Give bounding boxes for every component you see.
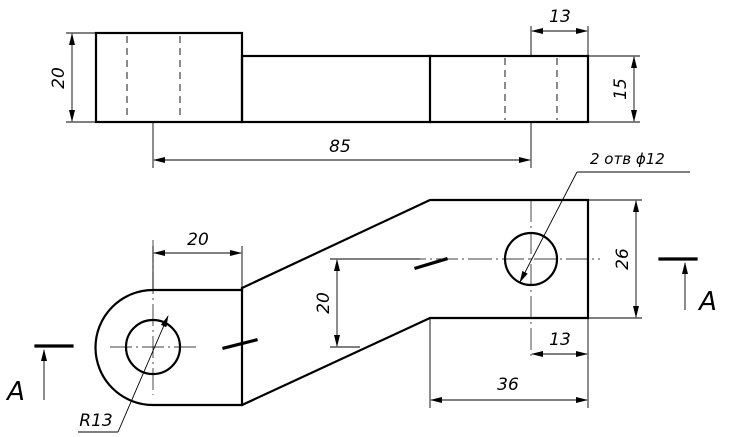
dim-text-top-height: 20 [49,67,69,89]
dim-text-front-length: 36 [497,375,519,395]
section-label-right: A [697,287,717,317]
section-label-left: A [5,377,25,407]
dim-text-front-width: 20 [187,230,209,250]
dim-text-radius: R13 [79,411,112,431]
top-view: 20 13 15 85 [49,7,640,168]
dim-text-front-offset: 20 [314,292,334,314]
dim-text-front-height: 26 [613,248,633,270]
front-view-outline [94,198,590,407]
top-view-left-block [94,31,244,124]
section-stroke [414,257,448,270]
dim-text-top-hole-spacing: 13 [549,7,571,27]
top-view-arm [240,54,590,124]
dim-text-top-length: 85 [329,137,351,157]
radius-leader [117,315,169,433]
hole-callout-text: 2 отв ϕ12 [590,150,665,168]
front-view: 20 20 26 13 36 R13 2 отв ϕ12 A [5,150,717,433]
dim-text-top-thickness: 15 [611,78,631,100]
section-stroke [222,338,258,350]
dim-text-front-hole-pos: 13 [549,330,571,350]
hole-callout-leader [519,171,578,283]
